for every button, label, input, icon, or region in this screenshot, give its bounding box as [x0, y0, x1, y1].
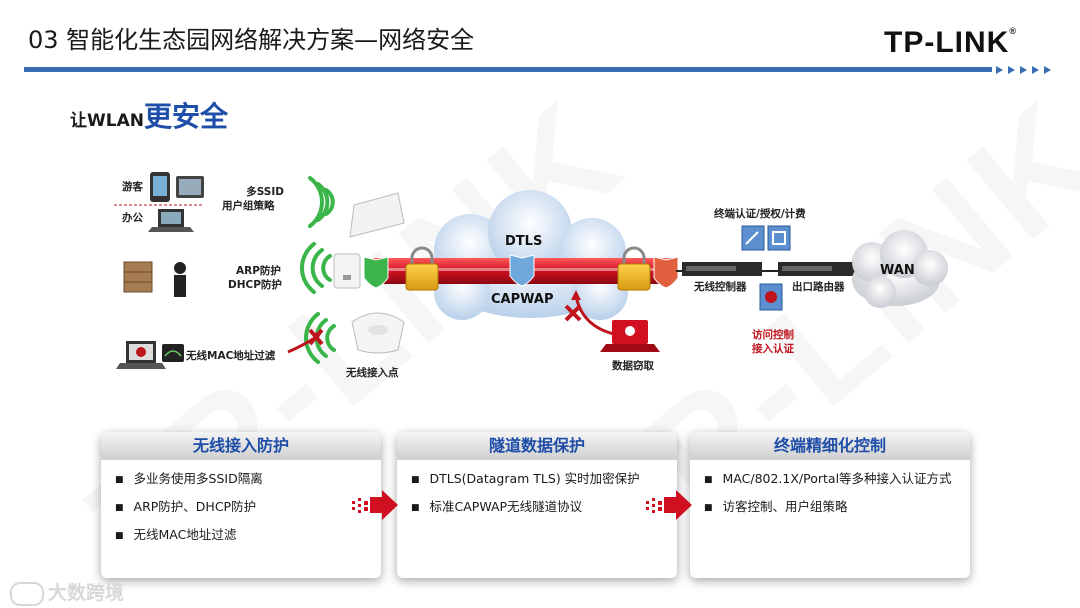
list-item: DTLS(Datagram TLS) 实时加密保护	[411, 468, 677, 487]
list-item: MAC/802.1X/Portal等多种接入认证方式	[704, 468, 970, 487]
list-item: 访客控制、用户组策略	[704, 496, 970, 515]
card-tunnel-data-protection: 隧道数据保护 DTLS(Datagram TLS) 实时加密保护 标准CAPWA…	[397, 432, 677, 578]
theft-arrow-icon	[574, 295, 615, 336]
shield-icon	[509, 254, 535, 287]
shield-icon	[363, 256, 389, 289]
intruder-icon	[123, 261, 186, 297]
auth-server-icon	[741, 225, 791, 251]
subtitle-part1: 让WLAN	[70, 111, 144, 131]
wireless-controller-label: 无线控制器	[694, 281, 747, 293]
wifi-signal-icon	[304, 312, 336, 364]
list-item: 多业务使用多SSID隔离	[115, 468, 381, 487]
access-control-icon	[759, 283, 783, 311]
user-group-policy-label: 用户组策略	[222, 200, 275, 212]
chevron-icon	[1044, 66, 1051, 74]
access-auth-label: 接入认证	[752, 343, 794, 355]
access-point-label: 无线接入点	[346, 367, 399, 379]
wireless-controller-icon	[682, 262, 762, 276]
lock-icon	[405, 246, 439, 291]
chevron-icon	[1008, 66, 1015, 74]
lock-icon	[617, 246, 651, 291]
tp-link-logo: TP-LINK®	[884, 26, 1017, 59]
exit-router-label: 出口路由器	[792, 281, 845, 293]
dtls-label: DTLS	[505, 234, 543, 249]
tablet-icon	[176, 176, 204, 198]
ceiling-ap-icon	[349, 192, 405, 238]
network-diagram	[114, 172, 948, 369]
mac-filter-label: 无线MAC地址过滤	[186, 350, 276, 362]
block-x-icon	[564, 304, 582, 322]
wan-cloud	[852, 230, 948, 308]
card-title: 终端精细化控制	[690, 432, 970, 460]
wifi-signal-icon	[300, 242, 332, 294]
header-rule	[24, 67, 992, 72]
block-x-icon	[308, 328, 324, 346]
section-subtitle: 让WLAN更安全	[70, 95, 228, 135]
hacker-laptop-icon	[116, 341, 184, 369]
terminal-auth-label: 终端认证/授权/计费	[714, 208, 806, 220]
chevron-icon	[996, 66, 1003, 74]
exit-router-icon	[778, 262, 858, 276]
capwap-label: CAPWAP	[491, 292, 554, 307]
next-arrow-icon	[646, 490, 692, 520]
list-item: ARP防护、DHCP防护	[115, 496, 381, 515]
page-title: 03 智能化生态园网络解决方案—网络安全	[28, 26, 475, 54]
brand-icon	[10, 581, 44, 606]
card-list: DTLS(Datagram TLS) 实时加密保护 标准CAPWAP无线隧道协议	[397, 468, 677, 515]
subtitle-part2: 更安全	[143, 100, 228, 133]
list-item: 无线MAC地址过滤	[115, 524, 381, 543]
card-terminal-fine-control: 终端精细化控制 MAC/802.1X/Portal等多种接入认证方式 访客控制、…	[690, 432, 970, 578]
dhcp-protection-label: DHCP防护	[228, 279, 282, 291]
card-title: 无线接入防护	[101, 432, 381, 460]
card-title: 隧道数据保护	[397, 432, 677, 460]
office-label: 办公	[122, 212, 143, 224]
guest-label: 游客	[122, 181, 143, 193]
arp-protection-label: ARP防护	[236, 265, 281, 277]
wifi-signal-icon	[308, 176, 335, 228]
card-list: 多业务使用多SSID隔离 ARP防护、DHCP防护 无线MAC地址过滤	[101, 468, 381, 543]
chevron-icon	[1032, 66, 1039, 74]
card-wireless-access-protection: 无线接入防护 多业务使用多SSID隔离 ARP防护、DHCP防护 无线MAC地址…	[101, 432, 381, 578]
wall-ap-icon	[333, 253, 361, 289]
shield-icon	[653, 256, 679, 289]
phone-icon	[150, 172, 170, 202]
laptop-icon	[148, 209, 194, 232]
multi-ssid-label: 多SSID	[246, 186, 284, 198]
data-theft-label: 数据窃取	[612, 360, 654, 372]
access-control-label: 访问控制	[752, 329, 794, 341]
thief-laptop-icon	[600, 320, 660, 352]
list-item: 标准CAPWAP无线隧道协议	[411, 496, 677, 515]
next-arrow-icon	[352, 490, 398, 520]
footer-brand: 大数跨境	[10, 578, 124, 606]
card-list: MAC/802.1X/Portal等多种接入认证方式 访客控制、用户组策略	[690, 468, 970, 515]
round-ap-icon	[351, 312, 405, 354]
wan-label: WAN	[880, 263, 915, 278]
chevron-icon	[1020, 66, 1027, 74]
